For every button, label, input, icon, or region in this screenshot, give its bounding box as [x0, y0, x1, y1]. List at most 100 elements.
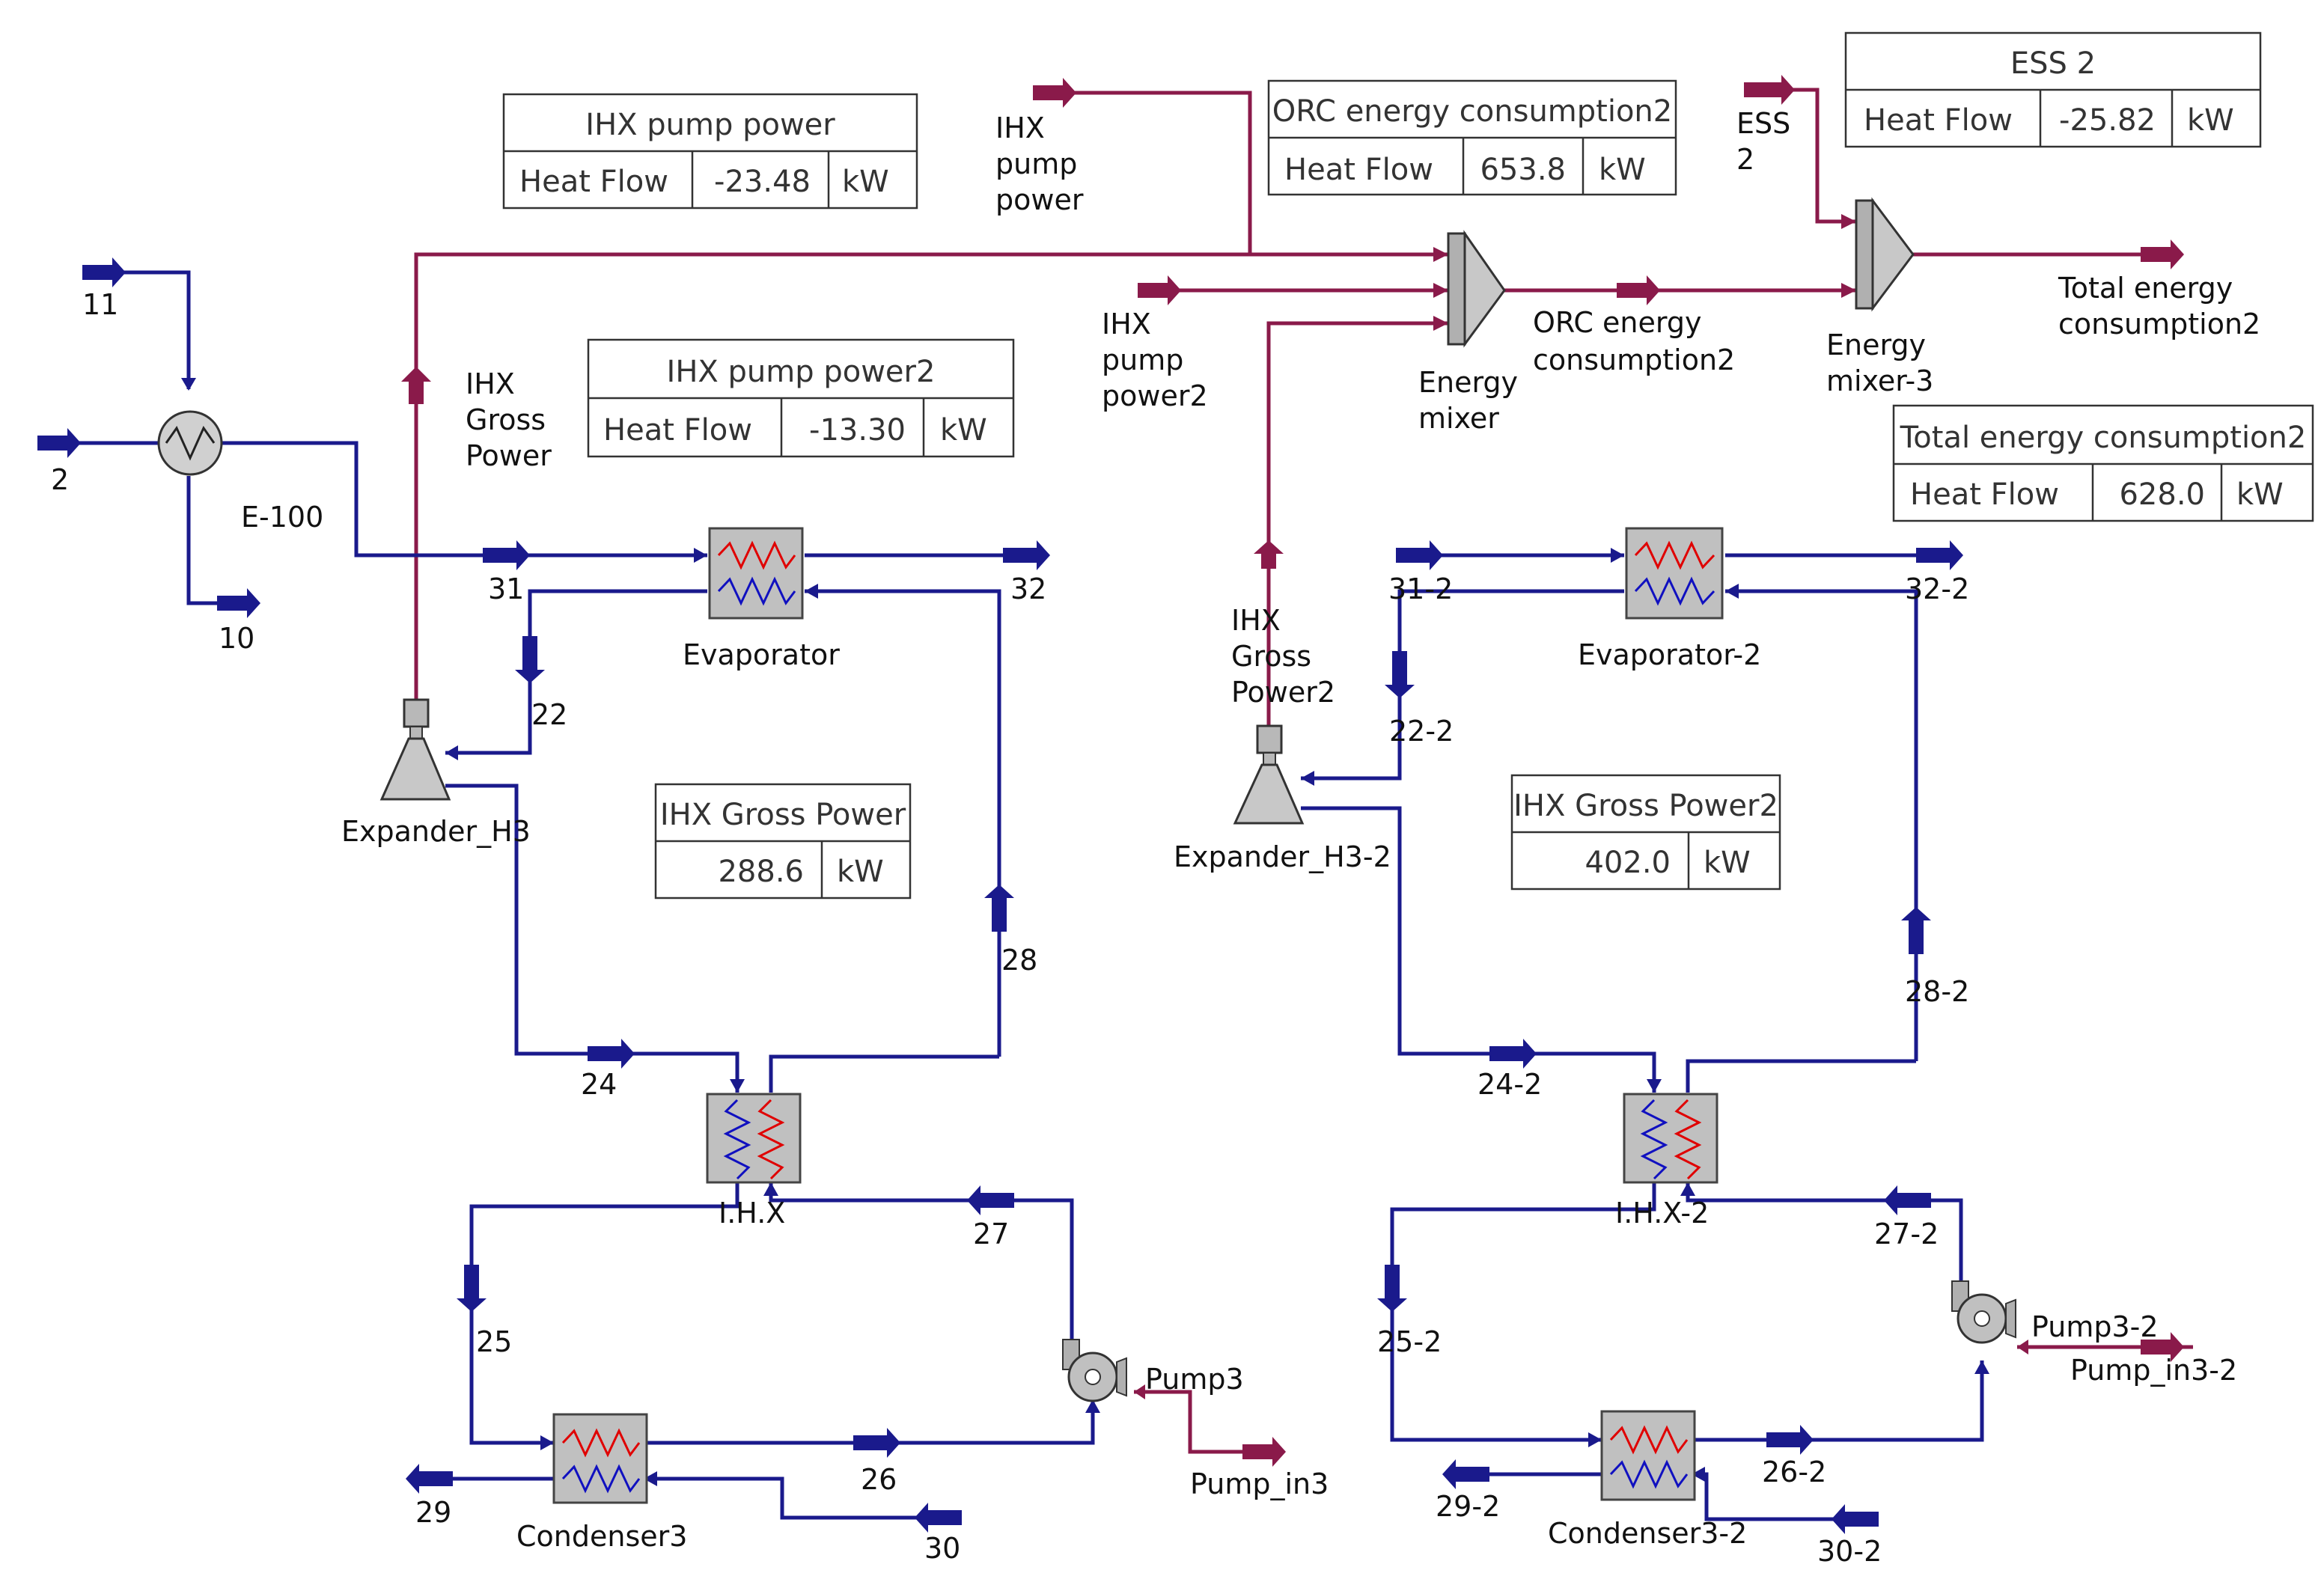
energy-label: Total energy	[2058, 272, 2233, 305]
unit-label: Pump_in3-2	[2070, 1354, 2237, 1387]
stream-label: 32-2	[1905, 572, 1969, 605]
energy-label: power2	[1102, 379, 1208, 412]
energy-arrows	[401, 75, 2184, 1467]
stream-label: 11	[82, 288, 118, 321]
energy-label: ESS	[1736, 107, 1790, 140]
unit-label: I.H.X	[719, 1197, 785, 1230]
energy-labels: IHX Gross Power IHX Gross Power2 IHX pum…	[466, 107, 2260, 709]
stream-label: 22	[531, 698, 567, 731]
table-unit: kW	[940, 413, 987, 448]
table-title: ESS 2	[2010, 46, 2096, 81]
stream-label: 25-2	[1377, 1325, 1442, 1358]
energy-label: IHX	[1231, 604, 1281, 637]
unit-label: E-100	[241, 501, 323, 534]
pump2-icon[interactable]	[1951, 1280, 2016, 1344]
table-value: 653.8	[1480, 153, 1566, 187]
table-orc-energy[interactable]: ORC energy consumption2 Heat Flow 653.8 …	[1267, 79, 1677, 196]
stream-label: 26-2	[1762, 1456, 1826, 1488]
energy-label: consumption2	[2058, 308, 2260, 340]
table-ihx-pump-power[interactable]: IHX pump power Heat Flow -23.48 kW	[502, 93, 918, 210]
material-arrows	[37, 257, 1989, 1534]
table-unit: kW	[842, 165, 889, 199]
table-value: -13.30	[809, 413, 906, 448]
table-title: IHX pump power2	[667, 355, 936, 389]
condenser2-icon[interactable]	[1600, 1410, 1696, 1501]
energy-mixer-icon[interactable]	[1447, 230, 1506, 348]
table-label: Heat Flow	[519, 165, 668, 199]
stream-label: 29	[415, 1496, 451, 1529]
energy-label: Gross	[1231, 640, 1311, 673]
energy-mixer3-icon[interactable]	[1855, 197, 1915, 312]
stream-label: 31-2	[1388, 572, 1453, 605]
table-ihx-gross-power[interactable]: IHX Gross Power 288.6 kW	[654, 783, 912, 900]
unit-label: Expander_H3-2	[1174, 840, 1391, 873]
table-title: IHX Gross Power2	[1513, 789, 1778, 823]
unit-label: mixer-3	[1826, 364, 1933, 397]
stream-label: 28-2	[1905, 975, 1969, 1008]
table-unit: kW	[2187, 103, 2234, 138]
table-label: Heat Flow	[603, 413, 752, 448]
ihx2-icon[interactable]	[1623, 1093, 1718, 1184]
table-value: 288.6	[718, 855, 804, 889]
stream-label: 25	[476, 1325, 512, 1358]
stream-label: 2	[51, 463, 69, 496]
stream-label: 27-2	[1874, 1218, 1939, 1250]
energy-label: 2	[1736, 143, 1754, 176]
stream-label: 32	[1010, 572, 1046, 605]
unit-label: Pump3-2	[2031, 1310, 2159, 1343]
expander2-icon[interactable]	[1233, 724, 1305, 825]
table-ihx-pump-power2[interactable]: IHX pump power2 Heat Flow -13.30 kW	[587, 338, 1015, 458]
stream-label: 22-2	[1389, 715, 1454, 748]
stream-labels: 11 2 10 E-100 31 32 22 24 25 26 27 28 29…	[51, 288, 1969, 1568]
energy-label: IHX	[466, 367, 515, 400]
table-unit: kW	[837, 855, 884, 889]
e100-exchanger-icon[interactable]	[157, 410, 223, 476]
table-unit: kW	[1704, 846, 1751, 880]
unit-label: Pump_in3	[1190, 1468, 1329, 1500]
table-title: IHX Gross Power	[660, 798, 906, 832]
unit-label: Condenser3	[516, 1520, 687, 1553]
stream-label: 31	[488, 572, 524, 605]
energy-label: IHX	[1102, 308, 1151, 340]
table-unit: kW	[1599, 153, 1646, 187]
stream-label: 24	[581, 1068, 617, 1101]
unit-labels: Evaporator Evaporator-2 Expander_H3 Expa…	[341, 329, 2237, 1553]
stream-label: 10	[219, 622, 254, 655]
table-value: 402.0	[1585, 846, 1671, 880]
table-label: Heat Flow	[1864, 103, 2013, 138]
table-title: ORC energy consumption2	[1272, 94, 1672, 129]
evaporator-icon[interactable]	[708, 527, 804, 620]
table-title: IHX pump power	[585, 108, 835, 142]
stream-label: 30-2	[1817, 1535, 1882, 1568]
energy-label: Power2	[1231, 676, 1335, 709]
energy-label: IHX	[995, 112, 1045, 144]
table-ess2[interactable]: ESS 2 Heat Flow -25.82 kW	[1844, 31, 2262, 148]
stream-label: 24-2	[1477, 1068, 1542, 1101]
condenser-icon[interactable]	[552, 1413, 648, 1504]
unit-label: mixer	[1418, 402, 1499, 435]
ihx-icon[interactable]	[706, 1093, 802, 1184]
unit-label: Evaporator-2	[1578, 638, 1761, 671]
evaporator2-icon[interactable]	[1625, 527, 1724, 620]
table-label: Heat Flow	[1284, 153, 1433, 187]
expander-icon[interactable]	[379, 698, 451, 801]
energy-label: consumption2	[1533, 343, 1735, 376]
energy-label: ORC energy	[1533, 306, 1701, 339]
pump-icon[interactable]	[1062, 1339, 1127, 1402]
energy-label: Power	[466, 439, 552, 472]
unit-label: Evaporator	[683, 638, 840, 671]
unit-label: Pump3	[1145, 1363, 1244, 1396]
stream-label: 30	[924, 1532, 960, 1565]
table-total-energy[interactable]: Total energy consumption2 Heat Flow 628.…	[1892, 404, 2314, 522]
stream-label: 26	[861, 1463, 897, 1496]
unit-label: Energy	[1418, 366, 1518, 399]
unit-label: I.H.X-2	[1615, 1197, 1709, 1230]
energy-label: pump	[995, 147, 1077, 180]
table-title: Total energy consumption2	[1900, 421, 2307, 455]
stream-label: 29-2	[1436, 1490, 1500, 1523]
table-value: 628.0	[2119, 477, 2205, 512]
table-value: -23.48	[714, 165, 811, 199]
unit-label: Energy	[1826, 329, 1926, 361]
table-ihx-gross-power2[interactable]: IHX Gross Power2 402.0 kW	[1510, 774, 1781, 891]
